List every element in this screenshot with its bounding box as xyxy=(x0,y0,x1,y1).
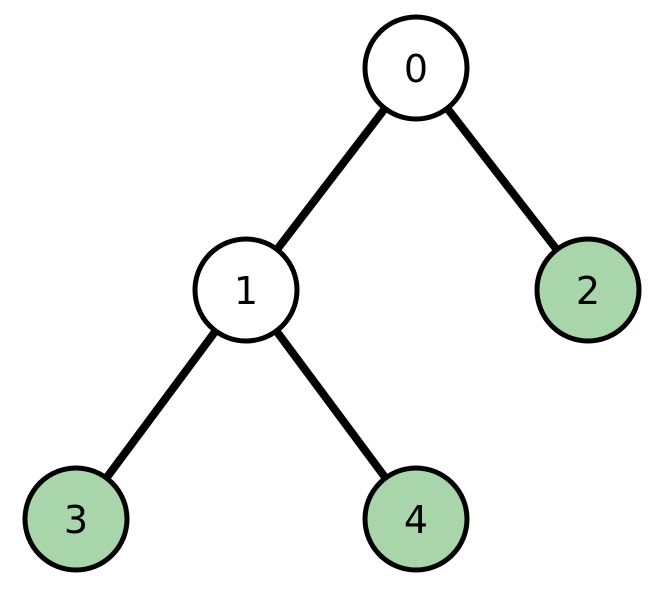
tree-nodes: 0 1 2 3 4 xyxy=(22,14,642,573)
node-circle-3 xyxy=(22,465,130,573)
tree-node-3: 3 xyxy=(22,465,130,573)
node-circle-0 xyxy=(362,14,470,122)
tree-node-1: 1 xyxy=(192,236,300,344)
tree-node-0: 0 xyxy=(362,14,470,122)
tree-node-4: 4 xyxy=(362,465,470,573)
tree-node-2: 2 xyxy=(534,236,642,344)
node-label-3: 3 xyxy=(64,498,88,542)
node-circle-4 xyxy=(362,465,470,573)
node-label-0: 0 xyxy=(404,47,428,91)
node-label-1: 1 xyxy=(234,269,258,313)
node-label-4: 4 xyxy=(404,498,428,542)
node-label-2: 2 xyxy=(576,269,600,313)
tree-edges xyxy=(72,64,592,523)
node-circle-2 xyxy=(534,236,642,344)
node-circle-1 xyxy=(192,236,300,344)
